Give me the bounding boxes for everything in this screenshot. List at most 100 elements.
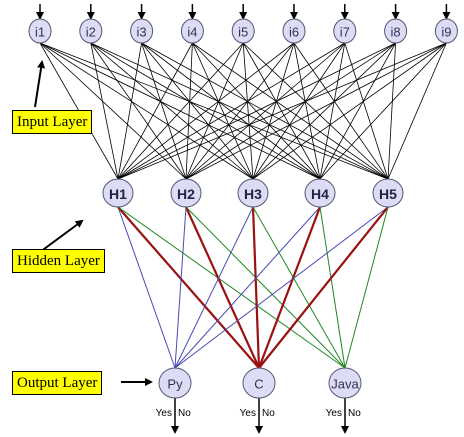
input-node-5: i5: [231, 18, 255, 44]
edge-input-6-hidden-1: [117, 42, 295, 180]
input-node-5-label: i5: [238, 25, 248, 40]
input-node-3-circle: [130, 18, 154, 44]
hidden-node-5: H5: [372, 178, 404, 208]
hidden-node-1-circle: [102, 178, 134, 208]
output-yes-label: Yes: [156, 408, 172, 419]
output-arrows: Yes No Yes No Yes No: [156, 398, 361, 434]
edge-input-8-hidden-4: [319, 42, 396, 180]
hidden-node-5-circle: [372, 178, 404, 208]
input-node-9-circle: [434, 18, 458, 44]
edge-input-3-hidden-3: [141, 42, 254, 180]
input-node-9: i9: [434, 18, 458, 44]
output-yes-label: Yes: [326, 408, 342, 419]
edge-hidden-2-output-3: [185, 206, 346, 369]
input-node-2-circle: [79, 18, 103, 44]
output-no-label: No: [178, 408, 191, 419]
output-no-label: No: [262, 408, 275, 419]
hidden-node-2-label: H2: [177, 186, 195, 202]
output-node-2: C: [242, 367, 276, 399]
edge-input-5-hidden-1: [117, 42, 244, 180]
edge-hidden-3-output-1: [174, 206, 254, 369]
edge-hidden-1-output-3: [117, 206, 346, 369]
edge-input-9-hidden-5: [387, 42, 447, 180]
edge-input-6-hidden-4: [293, 42, 321, 180]
input-node-1-circle: [28, 18, 52, 44]
edge-input-9-hidden-1: [117, 42, 447, 180]
edge-input-2-hidden-1: [90, 42, 119, 180]
input-layer-pointer: [34, 60, 46, 108]
hidden-layer-label: Hidden Layer: [12, 249, 105, 273]
edge-input-3-hidden-1: [117, 42, 142, 180]
input-node-4-circle: [180, 18, 204, 44]
input-layer-label: Input Layer: [12, 110, 93, 134]
edge-input-9-hidden-2: [185, 42, 447, 180]
hidden-node-1: H1: [102, 178, 134, 208]
hidden-node-3-circle: [237, 178, 269, 208]
output-node-3: Java: [328, 367, 362, 399]
output-node-1-label: Py: [167, 377, 183, 392]
output-no-label: No: [348, 408, 361, 419]
input-node-3: i3: [130, 18, 154, 44]
edge-input-9-hidden-4: [319, 42, 447, 180]
edge-input-8-hidden-5: [387, 42, 396, 180]
edge-input-2-hidden-5: [90, 42, 389, 180]
hidden-node-2-circle: [170, 178, 202, 208]
input-node-8-label: i8: [391, 25, 401, 40]
hidden-output-edges: [117, 206, 389, 369]
output-node-1-circle: [158, 367, 192, 399]
input-node-9-label: i9: [441, 25, 451, 40]
input-node-6-label: i6: [289, 25, 299, 40]
edge-input-6-hidden-2: [185, 42, 295, 180]
hidden-node-3: H3: [237, 178, 269, 208]
input-node-8-circle: [384, 18, 408, 44]
edge-input-5-hidden-2: [185, 42, 244, 180]
edge-hidden-2-output-2: [184, 206, 261, 369]
edge-input-4-hidden-1: [117, 42, 193, 180]
hidden-node-2: H2: [170, 178, 202, 208]
input-node-3-label: i3: [137, 25, 147, 40]
edge-input-1-hidden-5: [39, 42, 389, 180]
edge-hidden-1-output-2: [117, 206, 260, 369]
output-node-3-circle: [328, 367, 362, 399]
edge-input-8-hidden-3: [252, 42, 396, 180]
input-node-5-circle: [231, 18, 255, 44]
hidden-node-4: H4: [304, 178, 336, 208]
edge-input-6-hidden-5: [293, 42, 389, 180]
edge-input-8-hidden-2: [185, 42, 396, 180]
input-hidden-edges: [39, 42, 447, 180]
edge-hidden-3-output-2: [251, 206, 261, 369]
edge-input-7-hidden-1: [117, 42, 346, 180]
hidden-node-4-circle: [304, 178, 336, 208]
input-node-7-circle: [333, 18, 357, 44]
edge-input-2-hidden-2: [90, 42, 187, 180]
hidden-node-4-label: H4: [311, 186, 329, 202]
input-node-6: i6: [282, 18, 306, 44]
edge-hidden-1-output-1: [117, 206, 176, 369]
input-node-1: i1: [28, 18, 52, 44]
input-arrows: [36, 4, 451, 20]
edge-input-7-hidden-4: [319, 42, 346, 180]
output-layer-label: Output Layer: [12, 371, 103, 395]
input-node-8: i8: [384, 18, 408, 44]
output-node-3-label: Java: [331, 377, 359, 392]
hidden-node-3-label: H3: [244, 186, 262, 202]
output-yes-label: Yes: [240, 408, 256, 419]
edge-input-7-hidden-3: [252, 42, 346, 180]
edge-hidden-5-output-3: [344, 206, 389, 369]
edge-hidden-5-output-2: [258, 206, 389, 369]
edge-input-5-hidden-3: [242, 42, 254, 180]
label-pointers: [34, 60, 153, 386]
input-node-2: i2: [79, 18, 103, 44]
input-node-7: i7: [333, 18, 357, 44]
edge-input-4-hidden-3: [192, 42, 254, 180]
input-node-6-circle: [282, 18, 306, 44]
output-node-2-label: C: [254, 377, 263, 392]
output-node-2-circle: [242, 367, 276, 399]
input-node-1-label: i1: [35, 25, 45, 40]
output-node-1: Py: [158, 367, 192, 399]
hidden-layer-pointer: [39, 219, 84, 253]
hidden-node-1-label: H1: [109, 186, 127, 202]
edge-hidden-4-output-1: [174, 206, 321, 369]
edge-input-7-hidden-5: [344, 42, 389, 180]
